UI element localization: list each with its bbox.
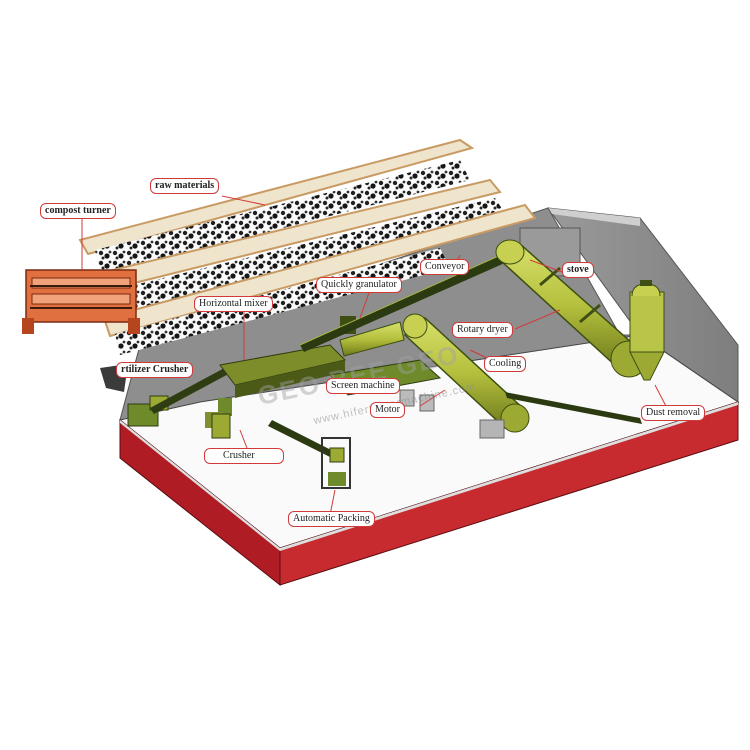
- label-dust-removal: Dust removal: [641, 405, 706, 421]
- label-rotary-dryer: Rotary dryer: [452, 322, 513, 338]
- dust-removal-machine: [629, 280, 665, 381]
- conveyor-to-packing: [268, 420, 335, 458]
- back-wall-top: [548, 208, 640, 226]
- motor-unit: [479, 419, 505, 439]
- conveyor-to-mixer: [150, 365, 234, 414]
- floor-edge-side: [279, 401, 739, 586]
- compost-turner-machine: [22, 269, 140, 334]
- automatic-packing-machine: [321, 437, 351, 489]
- label-automatic-packing: Automatic Packing: [288, 511, 375, 527]
- conveyor-dryer-out: [505, 392, 642, 424]
- label-conveyor: Conveyor: [420, 259, 470, 275]
- material-row-2: [105, 198, 508, 318]
- material-row-1: [95, 160, 470, 275]
- label-screen-machine: Screen machine: [326, 378, 400, 394]
- label-horizontal-mixer: Horizontal mixer: [194, 296, 273, 312]
- label-motor: Motor: [370, 402, 405, 418]
- material-row-3: [115, 248, 450, 355]
- label-cooling: Cooling: [484, 356, 527, 372]
- label-fertilizer-crusher: rtilizer Crusher: [116, 362, 194, 378]
- shelf-top: [78, 138, 475, 256]
- label-stove: stove: [562, 262, 594, 278]
- label-raw-materials: raw materials: [150, 178, 220, 194]
- horizontal-mixer-machine: [205, 344, 346, 428]
- conveyor-long: [300, 250, 516, 352]
- label-quickly-granulator: Quickly granulator: [316, 277, 402, 293]
- crusher-machine: [211, 413, 231, 439]
- cooling-machine: [402, 313, 530, 433]
- label-crusher: Crusher: [204, 448, 284, 464]
- label-compost-turner: compost turner: [40, 203, 116, 219]
